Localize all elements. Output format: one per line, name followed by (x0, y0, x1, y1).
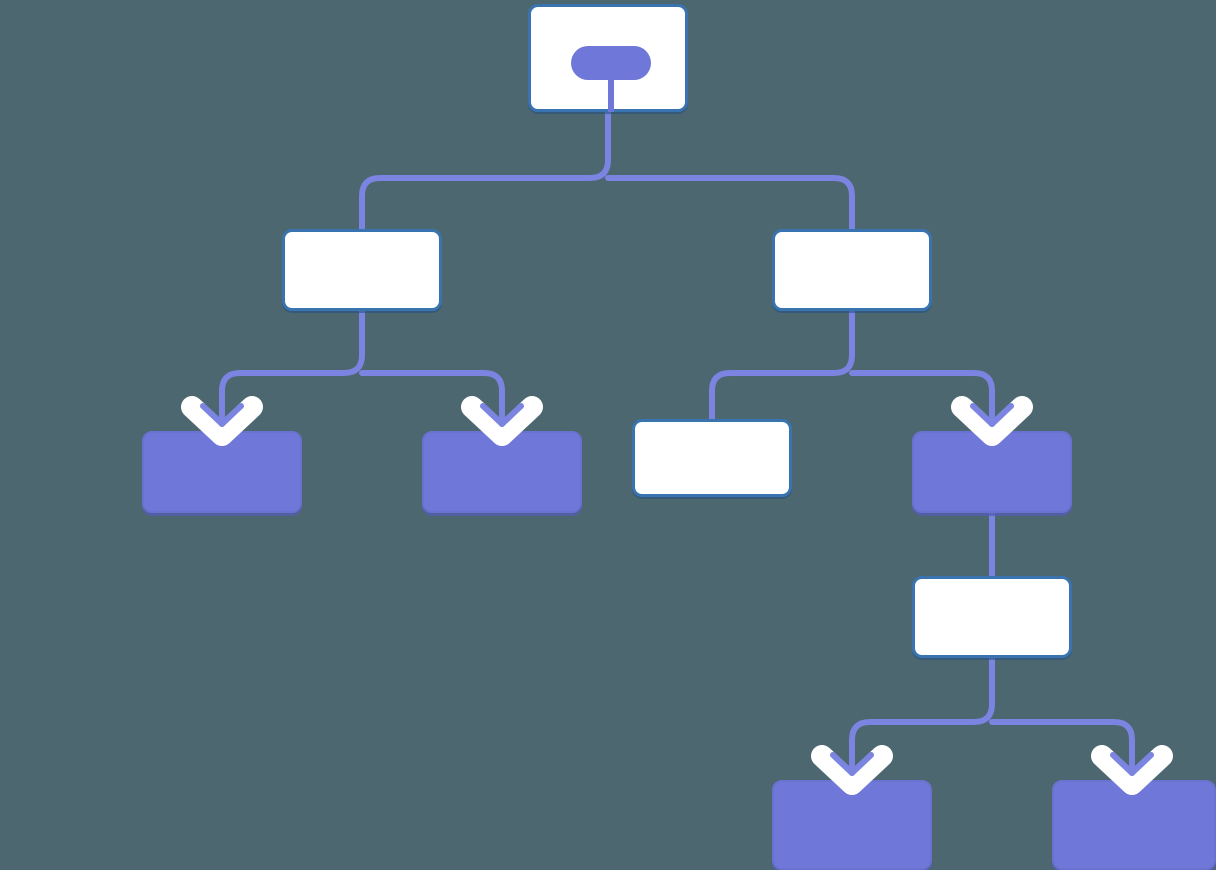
edge-path (709, 308, 855, 422)
diagram-node-label (285, 232, 439, 308)
diagram-node-n3[interactable] (772, 229, 932, 311)
diagram-node-label (144, 433, 300, 511)
diagram-node-n6[interactable] (632, 419, 792, 497)
diagram-node-label (774, 782, 930, 868)
edge-path (849, 370, 995, 446)
edge-path (359, 109, 611, 232)
diagram-node-label (914, 433, 1070, 511)
diagram-node-n5[interactable] (422, 431, 582, 513)
edge-path (989, 719, 1135, 795)
diagram-node-label (424, 433, 580, 511)
root-node-badge-stem (608, 80, 614, 112)
edge-path (605, 175, 855, 232)
edge-connectors (219, 109, 1135, 795)
diagram-node-label (915, 579, 1069, 655)
diagram-node-n8[interactable] (912, 576, 1072, 658)
edge-path (359, 370, 505, 446)
diagram-node-label (635, 422, 789, 494)
diagram-node-n9[interactable] (772, 780, 932, 870)
edge-path (849, 655, 995, 795)
diagram-node-n1[interactable] (528, 4, 688, 112)
diagram-node-label (775, 232, 929, 308)
diagram-node-label (1054, 782, 1214, 868)
diagram-node-n7[interactable] (912, 431, 1072, 513)
diagram-node-n4[interactable] (142, 431, 302, 513)
edge-path (219, 308, 365, 446)
root-node-badge (571, 46, 651, 80)
diagram-node-n2[interactable] (282, 229, 442, 311)
diagram-node-n10[interactable] (1052, 780, 1216, 870)
